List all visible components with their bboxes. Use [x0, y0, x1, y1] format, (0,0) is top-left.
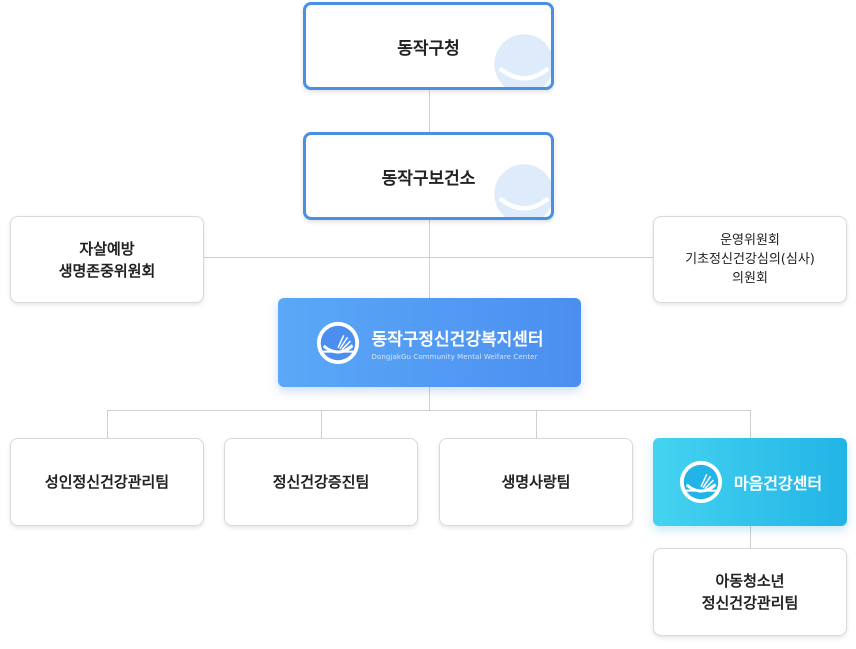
district-office-node: 동작구청 [303, 2, 554, 90]
connector-line [536, 410, 537, 438]
team-node-adult: 성인정신건강관리팀 [10, 438, 204, 526]
welfare-center-node: 동작구정신건강복지센터 DongjakGu Community Mental W… [278, 298, 581, 387]
welfare-center-title: 동작구정신건강복지센터 [371, 329, 544, 350]
connector-line [107, 410, 751, 411]
connector-line [429, 387, 430, 410]
health-center-label: 동작구보건소 [381, 168, 476, 189]
mind-health-center-node: 마음건강센터 [653, 438, 847, 526]
connector-line [750, 410, 751, 438]
mind-health-center-label: 마음건강센터 [733, 474, 823, 493]
connector-line [107, 410, 108, 438]
center-logo-icon [317, 321, 360, 364]
logo-watermark-icon [494, 34, 551, 87]
operation-committee-line2: 기초정신건강심의(심사) [685, 252, 815, 267]
team-node-life-love: 생명사랑팀 [439, 438, 633, 526]
operation-committee-line1: 운영위원회 [720, 233, 780, 248]
committee-label-line1: 자살예방 [79, 239, 135, 258]
committee-label-line2: 생명존중위원회 [58, 261, 156, 280]
health-center-node: 동작구보건소 [303, 132, 554, 220]
team-node-promotion: 정신건강증진팀 [224, 438, 418, 526]
mind-center-logo-icon [679, 460, 722, 504]
operation-committee-line3: 의원회 [732, 271, 768, 286]
connector-line [204, 257, 653, 258]
team-label: 생명사랑팀 [501, 473, 571, 491]
welfare-center-subtitle: DongjakGu Community Mental Welfare Cente… [371, 352, 538, 361]
connector-line [750, 526, 751, 548]
youth-team-node: 아동청소년 정신건강관리팀 [653, 548, 847, 636]
team-label: 성인정신건강관리팀 [44, 473, 170, 491]
team-label: 정신건강증진팀 [272, 473, 370, 491]
district-office-label: 동작구청 [397, 38, 460, 59]
connector-line [429, 220, 430, 298]
logo-watermark-icon [494, 164, 551, 217]
youth-team-line1: 아동청소년 [715, 572, 785, 590]
youth-team-line2: 정신건강관리팀 [701, 594, 799, 612]
suicide-prevention-committee-node: 자살예방 생명존중위원회 [10, 216, 204, 303]
connector-line [321, 410, 322, 438]
connector-line [429, 90, 430, 132]
operation-committee-node: 운영위원회 기초정신건강심의(심사) 의원회 [653, 216, 847, 303]
